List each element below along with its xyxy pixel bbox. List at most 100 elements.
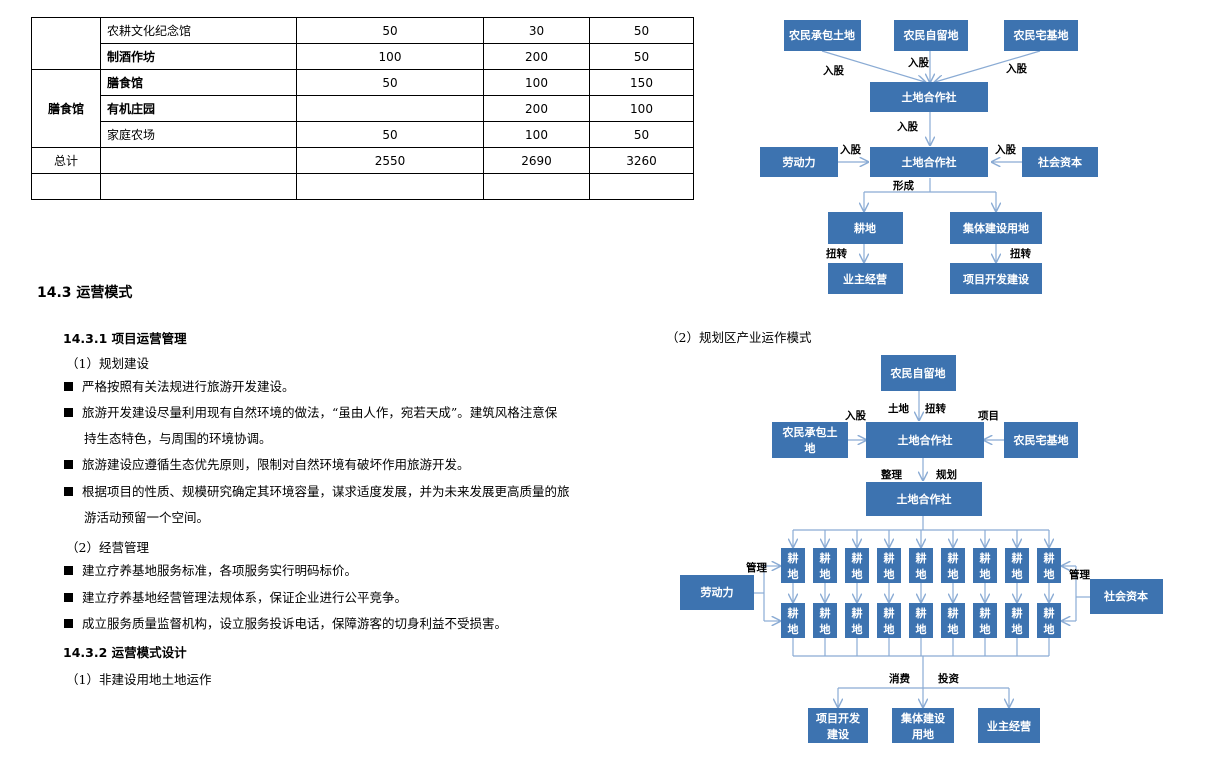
farmland-cell-label: 耕 bbox=[884, 606, 895, 620]
collective-construction-land-box bbox=[950, 212, 1042, 244]
svg-text:入股: 入股 bbox=[845, 410, 866, 422]
farmland-cell-label: 耕 bbox=[916, 551, 927, 565]
farmland-cell bbox=[909, 548, 933, 583]
svg-text:入股: 入股 bbox=[840, 144, 861, 156]
farmland-cell-label: 耕 bbox=[1012, 606, 1023, 620]
table-cell: 50 bbox=[589, 43, 694, 70]
bullet-item: 严格按照有关法规进行旅游开发建设。 bbox=[64, 374, 616, 400]
svg-text:农民自留地: 农民自留地 bbox=[903, 28, 959, 42]
farmland-cell-label: 耕 bbox=[1044, 606, 1055, 620]
farmland-cell bbox=[1005, 548, 1029, 583]
farmland-cell bbox=[813, 548, 837, 583]
svg-text:扭转: 扭转 bbox=[1010, 247, 1032, 260]
svg-text:土地: 土地 bbox=[888, 402, 909, 415]
svg-text:农民自留地: 农民自留地 bbox=[890, 366, 946, 380]
table-cell: 100 bbox=[483, 121, 590, 148]
table-cell bbox=[296, 173, 484, 200]
bullet-item: 建立疗养基地服务标准，各项服务实行明码标价。 bbox=[64, 558, 616, 584]
farmland-cell-label: 耕 bbox=[788, 606, 799, 620]
subsection-title: 14.3.1 项目运营管理 bbox=[63, 331, 187, 346]
farmer-private-plot-box bbox=[894, 20, 968, 51]
land-cooperative-box bbox=[870, 147, 988, 177]
farmland-cell-label: 地 bbox=[980, 622, 991, 636]
table-cell: 100 bbox=[296, 43, 484, 70]
farmland-cell-label: 耕 bbox=[820, 606, 831, 620]
paragraph-heading: （1）非建设用地土地运作 bbox=[66, 672, 212, 687]
table-cell bbox=[31, 173, 101, 200]
svg-text:建设: 建设 bbox=[827, 727, 850, 741]
farmer-contract-land-box bbox=[772, 422, 848, 458]
svg-text:管理: 管理 bbox=[746, 561, 767, 574]
social-capital-box bbox=[1022, 147, 1098, 177]
svg-text:业主经营: 业主经营 bbox=[843, 272, 887, 286]
owner-operation-box bbox=[978, 708, 1040, 743]
land-cooperative-box bbox=[866, 422, 984, 458]
svg-text:农民承包土: 农民承包土 bbox=[782, 425, 838, 439]
svg-text:规划: 规划 bbox=[936, 468, 957, 481]
svg-text:整理: 整理 bbox=[880, 468, 902, 481]
farmer-private-plot-box bbox=[881, 355, 956, 391]
farmland-cell-label: 地 bbox=[820, 567, 831, 581]
social-capital-box bbox=[1090, 579, 1163, 614]
farmland-cell bbox=[1037, 603, 1061, 638]
svg-text:入股: 入股 bbox=[823, 65, 844, 77]
farmland-cell-label: 地 bbox=[948, 622, 959, 636]
bullet-square-icon bbox=[64, 408, 73, 417]
farmland-cell-label: 耕 bbox=[980, 551, 991, 565]
budget-table: 农耕文化纪念馆 50 30 50 制酒作坊 100 200 50 膳食馆 膳食馆… bbox=[31, 17, 694, 200]
table-cell: 50 bbox=[296, 121, 484, 148]
farmland-cell-label: 地 bbox=[916, 622, 927, 636]
svg-text:入股: 入股 bbox=[908, 57, 929, 69]
svg-text:项目开发建设: 项目开发建设 bbox=[963, 272, 1030, 286]
svg-text:管理: 管理 bbox=[1069, 568, 1091, 581]
paragraph-heading: （2）经营管理 bbox=[66, 540, 149, 555]
farmland-cell bbox=[781, 548, 805, 583]
svg-text:扭转: 扭转 bbox=[826, 247, 847, 260]
farmland-cell-label: 地 bbox=[788, 622, 799, 636]
farmland-cell-label: 地 bbox=[820, 622, 831, 636]
diagram-land-cooperative: 农民承包土地 农民自留地 农民宅基地 入股 入股 入股 土地合作社 入股 劳动力… bbox=[760, 20, 1098, 294]
farmland-cell-label: 地 bbox=[1012, 622, 1023, 636]
farmland-cell bbox=[845, 603, 869, 638]
farmer-homestead-box bbox=[1004, 20, 1078, 51]
diagram-industry-operation: 农民自留地 土地 扭转 入股 项目 农民承包土 地 土地合作社 农民宅基地 整理… bbox=[680, 355, 1163, 743]
svg-text:用地: 用地 bbox=[912, 727, 934, 741]
bullet-square-icon bbox=[64, 593, 73, 602]
grid-connector-lines bbox=[793, 530, 1049, 656]
svg-text:扭转: 扭转 bbox=[925, 402, 946, 415]
svg-text:形成: 形成 bbox=[893, 179, 914, 192]
farmland-cell bbox=[973, 548, 997, 583]
bullet-square-icon bbox=[64, 460, 73, 469]
svg-text:劳动力: 劳动力 bbox=[783, 155, 816, 169]
table-cell: 家庭农场 bbox=[100, 121, 297, 148]
svg-text:集体建设: 集体建设 bbox=[900, 711, 946, 725]
farmland-cell-label: 耕 bbox=[884, 551, 895, 565]
farmland-cell bbox=[1005, 603, 1029, 638]
bullet-square-icon bbox=[64, 566, 73, 575]
table-row: 膳食馆 膳食馆 50 100 150 bbox=[31, 69, 694, 148]
farmland-cell bbox=[1037, 548, 1061, 583]
bullet-item: 旅游建设应遵循生态优先原则，限制对自然环境有破坏作用旅游开发。 bbox=[64, 452, 616, 478]
table-cell bbox=[31, 17, 101, 70]
paragraph-heading: （1）规划建设 bbox=[66, 356, 149, 371]
farmland-cell bbox=[941, 603, 965, 638]
subsection-title: 14.3.2 运营模式设计 bbox=[63, 645, 187, 660]
bullet-item: 根据项目的性质、规模研究确定其环境容量，谋求适度发展，并为未来发展更高质量的旅 … bbox=[64, 479, 616, 531]
farmland-cell bbox=[781, 603, 805, 638]
table-cell bbox=[100, 173, 297, 200]
svg-text:社会资本: 社会资本 bbox=[1037, 155, 1082, 169]
table-total-row: 总计 2550 2690 3260 bbox=[31, 147, 694, 174]
farmland-cell-label: 地 bbox=[980, 567, 991, 581]
total-value: 3260 bbox=[589, 147, 694, 174]
farmland-cell-label: 地 bbox=[916, 567, 927, 581]
svg-text:土地合作社: 土地合作社 bbox=[898, 433, 953, 447]
svg-text:农民承包土地: 农民承包土地 bbox=[788, 28, 855, 42]
land-cooperative-box bbox=[870, 82, 988, 112]
table-cell bbox=[589, 173, 694, 200]
project-development-box bbox=[950, 263, 1042, 294]
farmland-cell-label: 耕 bbox=[1012, 551, 1023, 565]
collective-construction-land-box bbox=[892, 708, 954, 743]
bullet-square-icon bbox=[64, 487, 73, 496]
